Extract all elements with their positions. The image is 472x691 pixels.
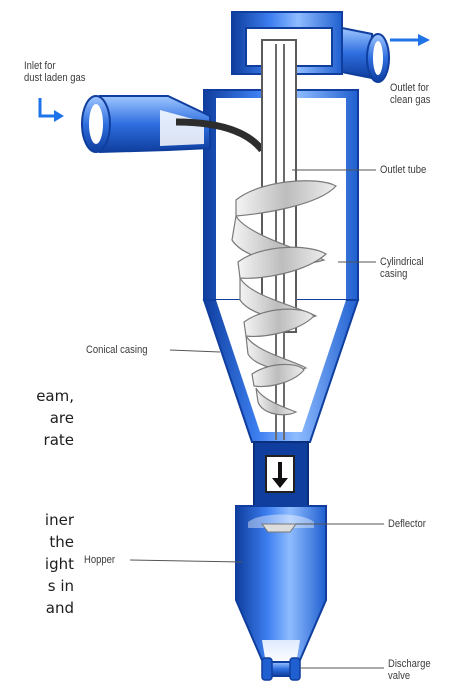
deflector-label: Deflector <box>388 518 426 530</box>
discharge-valve-label: Discharge valve <box>388 658 431 682</box>
body-text-line: eam, <box>36 384 74 408</box>
body-text-line: ight <box>45 552 74 576</box>
cylindrical-casing-label: Cylindrical casing <box>380 256 424 280</box>
discharge-valve-shape <box>262 658 300 680</box>
outlet-arrow-icon <box>390 34 430 46</box>
body-text-line: and <box>46 596 74 620</box>
conical-casing-label: Conical casing <box>86 344 148 356</box>
body-text-line: s in <box>48 574 74 598</box>
body-text-line: the <box>49 530 74 554</box>
body-text-line: iner <box>45 508 74 532</box>
inlet-label: Inlet for dust laden gas <box>24 60 86 84</box>
body-text-line: are <box>50 406 74 430</box>
outlet-tube-label: Outlet tube <box>380 164 426 176</box>
hopper-label: Hopper <box>84 554 115 566</box>
outlet-label: Outlet for clean gas <box>390 82 431 106</box>
top-housing <box>232 12 389 82</box>
inlet-arrow-icon <box>40 98 64 122</box>
body-text-line: rate <box>44 428 74 452</box>
body-text-block: eam, are rate iner the ight s in and <box>0 384 74 686</box>
hopper-shape <box>236 506 326 664</box>
collar <box>254 442 308 506</box>
